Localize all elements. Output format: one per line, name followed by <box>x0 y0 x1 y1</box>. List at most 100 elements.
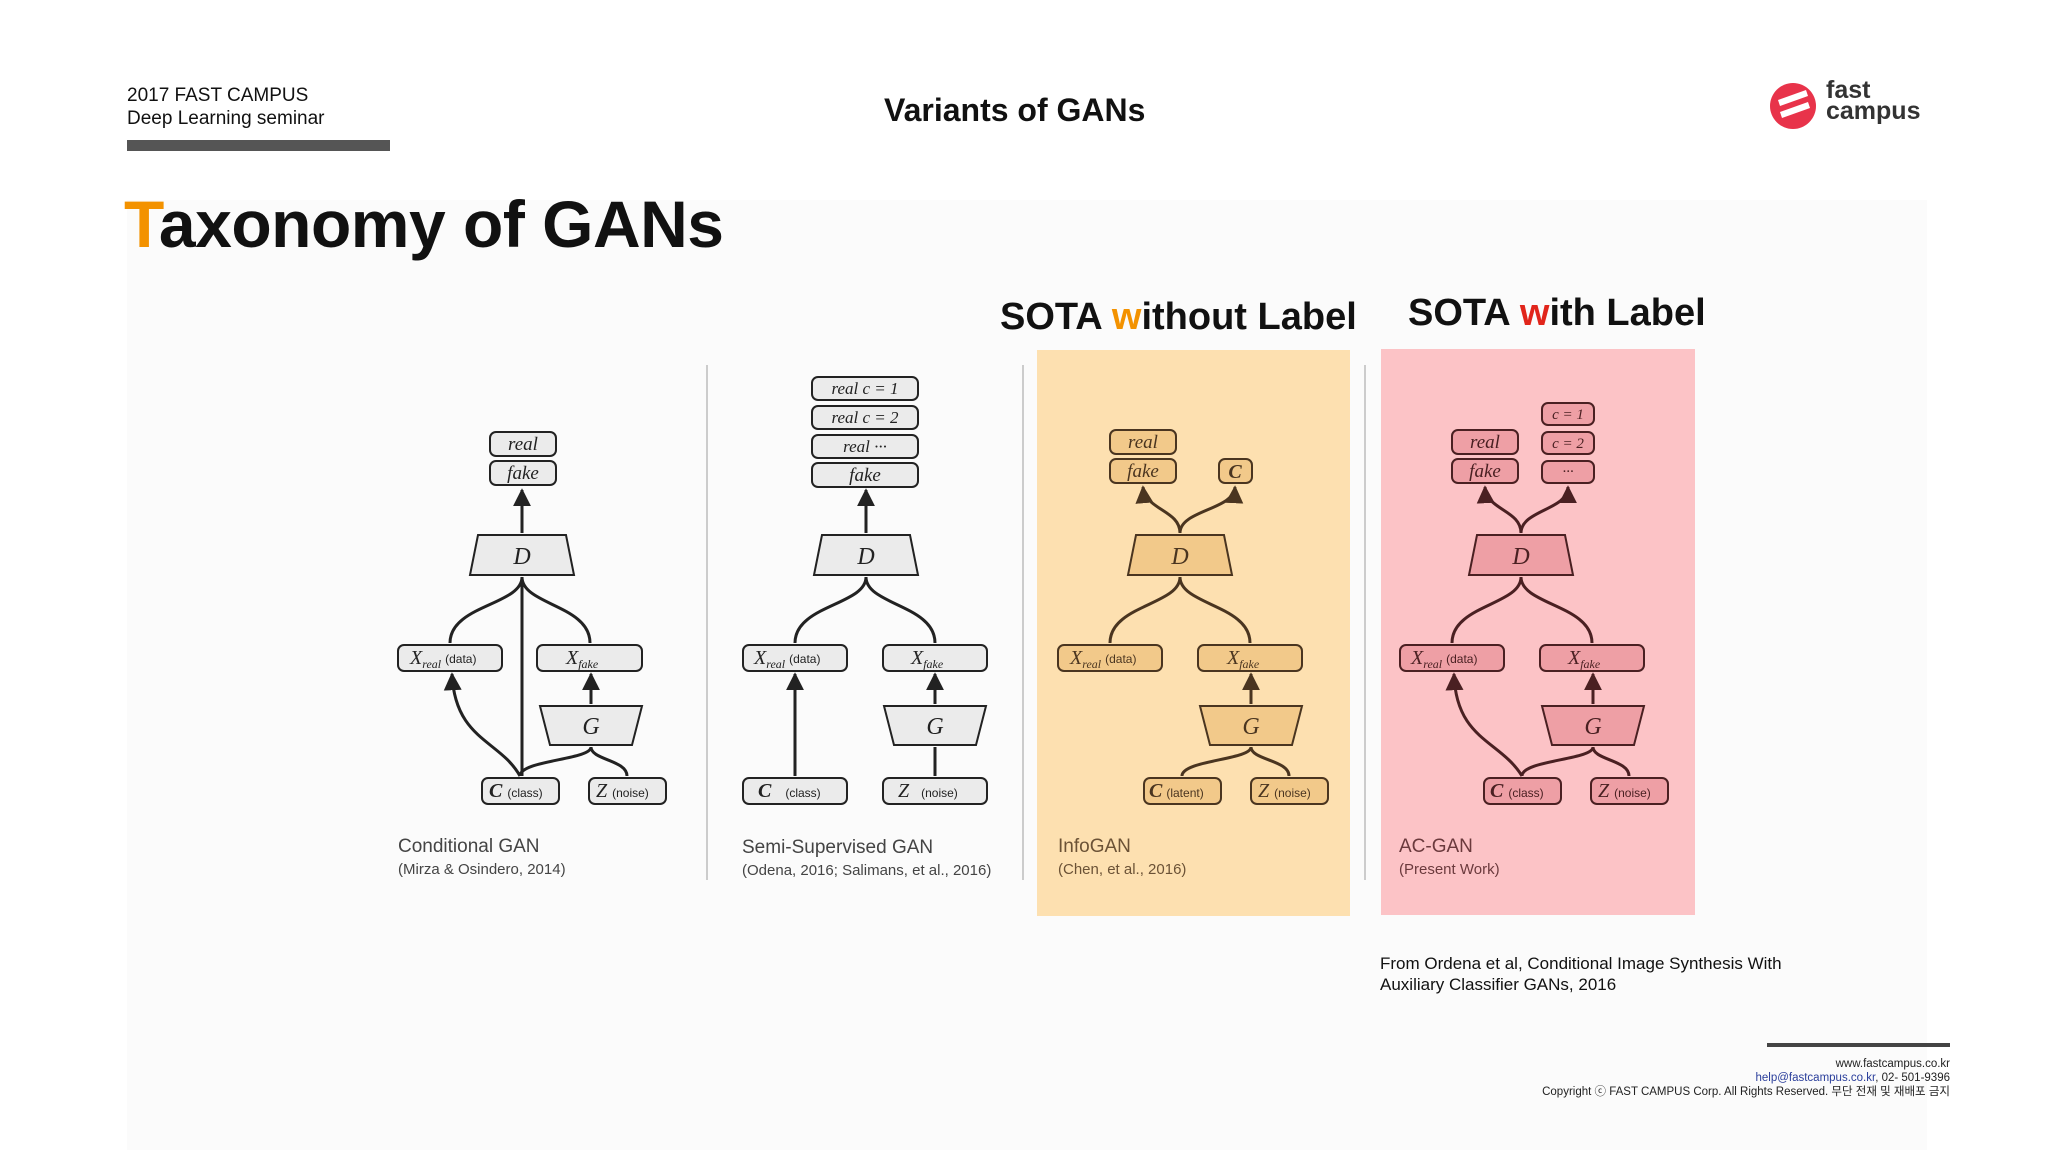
cgan-xfake-box <box>536 644 643 672</box>
acgan-out-c1: c = 1 <box>1552 407 1584 423</box>
sgan-z-label: Z(noise) <box>898 780 958 802</box>
cgan-xreal-box <box>397 644 503 672</box>
infogan-z-box <box>1250 777 1329 805</box>
sgan-c-box <box>742 777 848 805</box>
acgan-xreal-box <box>1399 644 1505 672</box>
acgan-g-label: G <box>1584 714 1601 740</box>
sgan-out4-box <box>811 462 919 488</box>
acgan-out-c2: c = 2 <box>1552 436 1584 452</box>
cgan-xfake-label: Xfake <box>565 647 599 671</box>
sgan-out3: real ··· <box>843 437 887 456</box>
footer-phone: , 02- 501-9396 <box>1875 1072 1950 1084</box>
sgan-z-box <box>882 777 988 805</box>
cgan-name: Conditional GAN <box>398 836 540 857</box>
footer-website[interactable]: www.fastcampus.co.kr <box>1835 1058 1950 1070</box>
citation-line2: Auxiliary Classifier GANs, 2016 <box>1380 975 1617 994</box>
cgan-out-real: real <box>508 434 538 455</box>
acgan-z-box <box>1590 777 1669 805</box>
sgan-out2-box <box>811 405 919 430</box>
acgan-ref: (Present Work) <box>1399 861 1500 878</box>
sgan-out3-box <box>811 434 919 459</box>
acgan-d-label: D <box>1511 544 1529 570</box>
sgan-out1-box <box>811 376 919 401</box>
acgan-generator-box <box>1540 705 1646 746</box>
sgan-xreal-label: Xreal(data) <box>753 647 820 671</box>
logo-text: fast campus <box>1826 76 1921 125</box>
acgan-highlight <box>1381 349 1695 915</box>
infogan-discriminator-box <box>1126 534 1234 576</box>
infogan-d-label: D <box>1170 544 1188 570</box>
seminar-line2: Deep Learning seminar <box>127 108 325 129</box>
cgan-generator-box <box>538 705 644 746</box>
logo-line2: campus <box>1826 97 1921 125</box>
acgan-discriminator-box <box>1467 534 1575 576</box>
acgan-c-box <box>1483 777 1562 805</box>
infogan-out-real: real <box>1128 432 1158 453</box>
infogan-xfake-label: Xfake <box>1226 647 1260 671</box>
sota-without-label: SOTA without Label <box>1000 296 1357 339</box>
cgan-c-box <box>481 777 560 805</box>
acgan-diagram <box>1399 402 1669 805</box>
sgan-xreal-box <box>742 644 848 672</box>
infogan-real-box <box>1109 429 1177 455</box>
acgan-out-fake: fake <box>1469 461 1501 482</box>
infogan-xreal-label: Xreal(data) <box>1069 647 1136 671</box>
sota-without-keyword: w <box>1111 296 1142 338</box>
slide-title-rest: axonomy of GANs <box>158 187 724 261</box>
acgan-xfake-box <box>1539 644 1645 672</box>
sgan-xfake-label: Xfake <box>910 647 944 671</box>
fastcampus-logo-icon <box>1770 83 1816 129</box>
cgan-d-label: D <box>512 544 530 570</box>
infogan-out-fake: fake <box>1127 461 1159 482</box>
cgan-g-label: G <box>582 714 599 740</box>
sota-with-post: ith Label <box>1549 292 1706 334</box>
seminar-label: 2017 FAST CAMPUS Deep Learning seminar <box>127 84 325 130</box>
sgan-out1: real c = 1 <box>831 379 898 398</box>
footer-email[interactable]: help@fastcampus.co.kr <box>1755 1072 1876 1084</box>
acgan-xfake-label: Xfake <box>1567 647 1601 671</box>
acgan-z-label: Z(noise) <box>1598 780 1651 802</box>
acgan-out-real: real <box>1470 432 1500 453</box>
cgan-ref: (Mirza & Osindero, 2014) <box>398 861 566 878</box>
logo-line1: fast <box>1826 76 1871 104</box>
infogan-g-label: G <box>1242 714 1259 740</box>
cgan-real-box <box>489 431 557 457</box>
acgan-name: AC-GAN <box>1399 836 1473 857</box>
sgan-ref: (Odena, 2016; Salimans, et al., 2016) <box>742 862 991 879</box>
acgan-c3-box <box>1541 460 1595 484</box>
infogan-name: InfoGAN <box>1058 836 1131 857</box>
infogan-out-c: C <box>1228 461 1242 483</box>
sgan-diagram <box>742 376 988 805</box>
cgan-z-label: Z(noise) <box>596 780 649 802</box>
acgan-c-label: C(class) <box>1490 780 1544 802</box>
infogan-highlight <box>1037 350 1350 916</box>
sota-without-pre: SOTA <box>1000 296 1112 338</box>
header-title: Variants of GANs <box>884 92 1146 128</box>
sota-without-post: ithout Label <box>1141 296 1357 338</box>
slide-title: Taxonomy of GANs <box>124 186 724 262</box>
sgan-discriminator-box <box>812 534 920 576</box>
footer-contact: help@fastcampus.co.kr, 02- 501-9396 <box>1542 1071 1950 1085</box>
footer: www.fastcampus.co.kr help@fastcampus.co.… <box>1542 1057 1950 1099</box>
infogan-xreal-box <box>1057 644 1163 672</box>
sgan-generator-box <box>882 705 988 746</box>
sgan-c-label: C(class) <box>758 780 821 802</box>
cgan-xreal-label: Xreal(data) <box>409 647 476 671</box>
citation-line1: From Ordena et al, Conditional Image Syn… <box>1380 954 1782 973</box>
cgan-c-label: C(class) <box>489 780 543 802</box>
infogan-c-out-box <box>1218 458 1253 484</box>
infogan-c-label: C(latent) <box>1149 780 1204 802</box>
cgan-z-box <box>588 777 667 805</box>
sota-with-pre: SOTA <box>1408 292 1520 334</box>
slide-title-first-letter: T <box>124 187 159 261</box>
footer-copyright: Copyright ⓒ FAST CAMPUS Corp. All Rights… <box>1542 1086 1950 1098</box>
cgan-discriminator-box <box>468 534 576 576</box>
sota-with-label: SOTA with Label <box>1408 292 1706 335</box>
infogan-ref: (Chen, et al., 2016) <box>1058 861 1186 878</box>
infogan-xfake-box <box>1197 644 1303 672</box>
acgan-real-box <box>1451 429 1519 455</box>
sgan-out4: fake <box>849 465 881 486</box>
citation: From Ordena et al, Conditional Image Syn… <box>1380 953 1782 995</box>
acgan-fake-box <box>1451 458 1519 484</box>
